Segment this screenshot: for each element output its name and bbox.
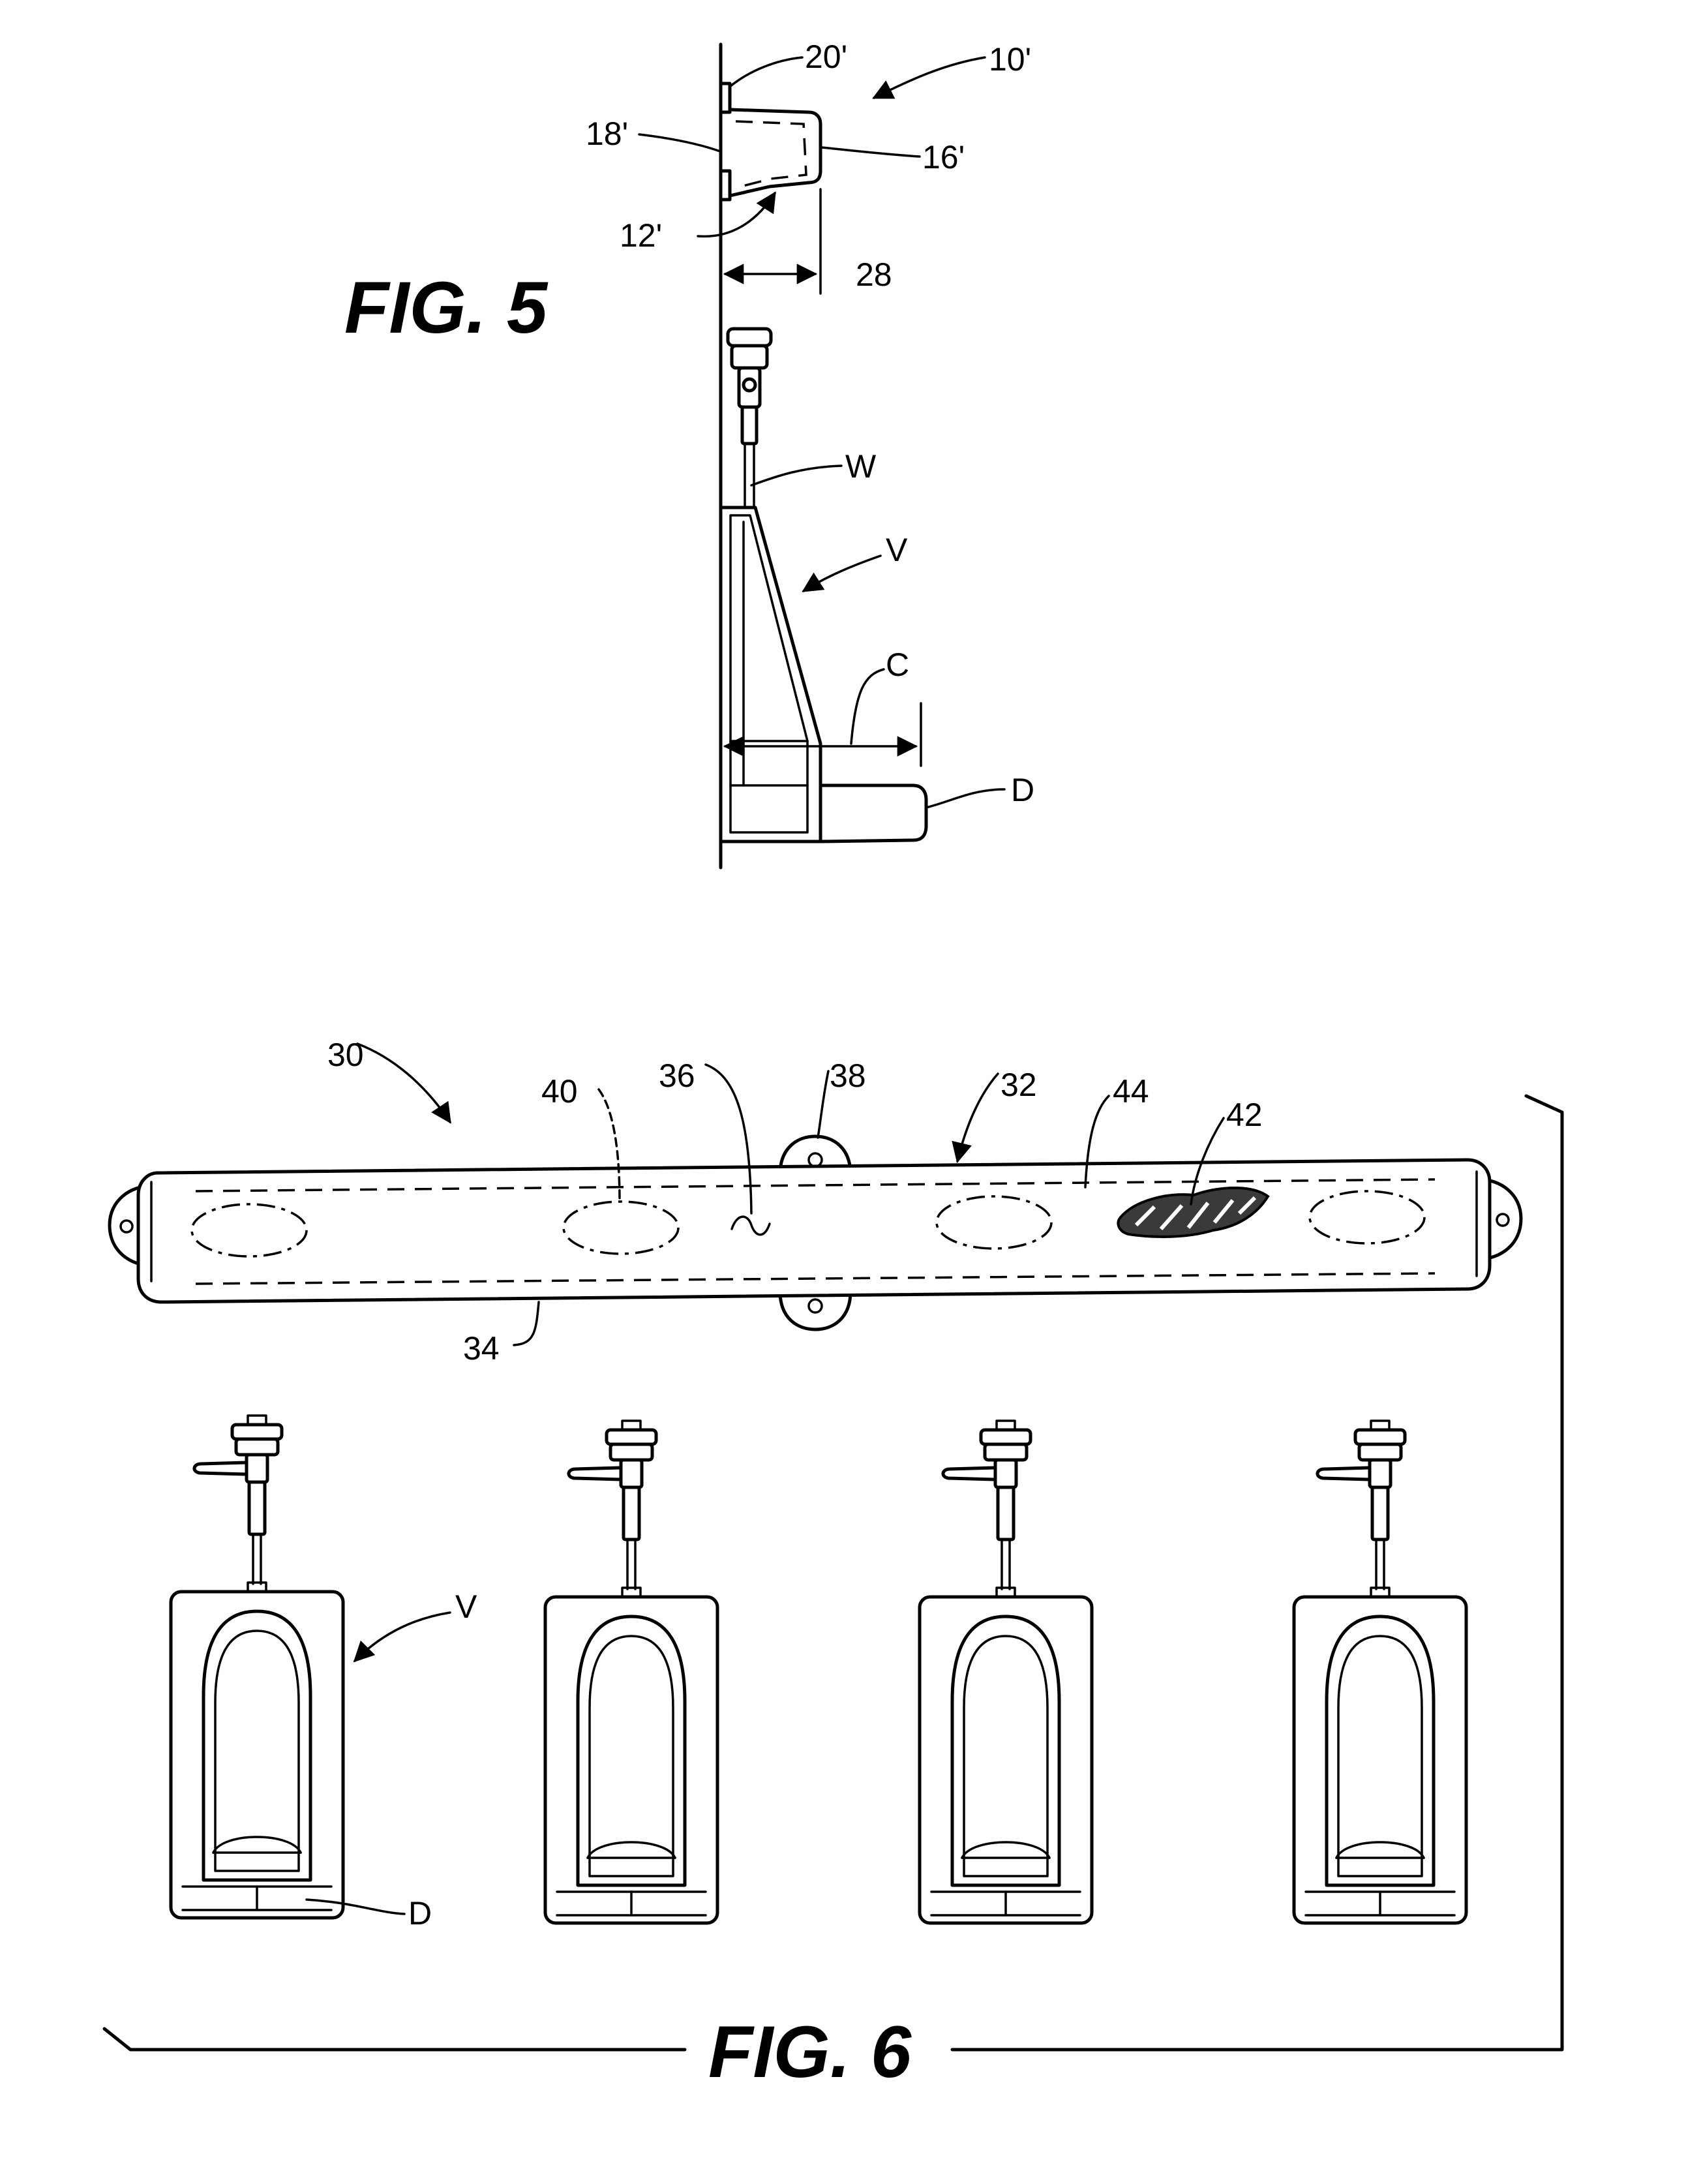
fig5-label-12p: 12' xyxy=(620,217,662,254)
fig6-mounting-bar xyxy=(108,1134,1523,1331)
fig6-label-V: V xyxy=(455,1588,477,1625)
fig6-label-30: 30 xyxy=(327,1037,364,1073)
fig5-label-D: D xyxy=(1011,772,1034,808)
fig6-label-36: 36 xyxy=(659,1057,695,1094)
fig6-label-D: D xyxy=(408,1895,432,1932)
fig5-mount-lower xyxy=(719,169,732,202)
fig6-opening-1 xyxy=(190,1203,308,1258)
fig5-label-V: V xyxy=(886,532,908,568)
fig5-title: FIG. 5 xyxy=(344,267,549,348)
fig6-label-38: 38 xyxy=(830,1057,866,1094)
fig5-flush-valve xyxy=(726,327,773,509)
fig5-mount-upper xyxy=(719,82,732,114)
fig5-label-20p: 20' xyxy=(805,38,847,75)
fig5-shelf-hidden-line xyxy=(735,120,807,189)
fig5-label-C: C xyxy=(886,646,909,683)
fig5-label-28: 28 xyxy=(856,256,892,293)
fig6-opening-4 xyxy=(1308,1190,1426,1245)
fig6-urinal-4 xyxy=(1294,1421,1466,1923)
fig6-label-40: 40 xyxy=(541,1073,578,1110)
fig5-label-W: W xyxy=(845,448,877,485)
fig6-bracket-left xyxy=(102,2027,687,2052)
fig6-bracket-right xyxy=(950,1094,1564,2052)
fig6-break-symbol xyxy=(730,1215,771,1236)
fig5-label-16p: 16' xyxy=(922,139,965,175)
fig5-drain xyxy=(819,783,928,843)
fig6-front-view: 30 40 36 38 32 44 42 34 V D FIG. 6 xyxy=(102,1037,1564,2093)
fig5-label-18p: 18' xyxy=(586,115,628,152)
fig6-label-34: 34 xyxy=(463,1330,500,1367)
fig6-urinal-3 xyxy=(920,1421,1092,1923)
fig6-label-32: 32 xyxy=(1001,1067,1037,1103)
fig5-label-10p: 10' xyxy=(989,41,1031,78)
fig6-bottom-center-tab xyxy=(778,1291,852,1331)
fig5-side-view: 20' 10' 18' 16' 12' 28 W V C D FIG. 5 xyxy=(344,38,1034,870)
fig6-label-44: 44 xyxy=(1113,1073,1149,1110)
fig6-opening-3 xyxy=(935,1195,1053,1250)
fig6-urinal-1 xyxy=(171,1416,343,1918)
fig6-label-42: 42 xyxy=(1226,1097,1263,1133)
fig5-shelf-outline xyxy=(728,108,822,198)
fig6-opening-2 xyxy=(562,1200,680,1255)
fig6-urinal-2 xyxy=(545,1421,717,1923)
fig6-title: FIG. 6 xyxy=(708,2011,912,2093)
fig5-urinal-side xyxy=(719,506,928,843)
